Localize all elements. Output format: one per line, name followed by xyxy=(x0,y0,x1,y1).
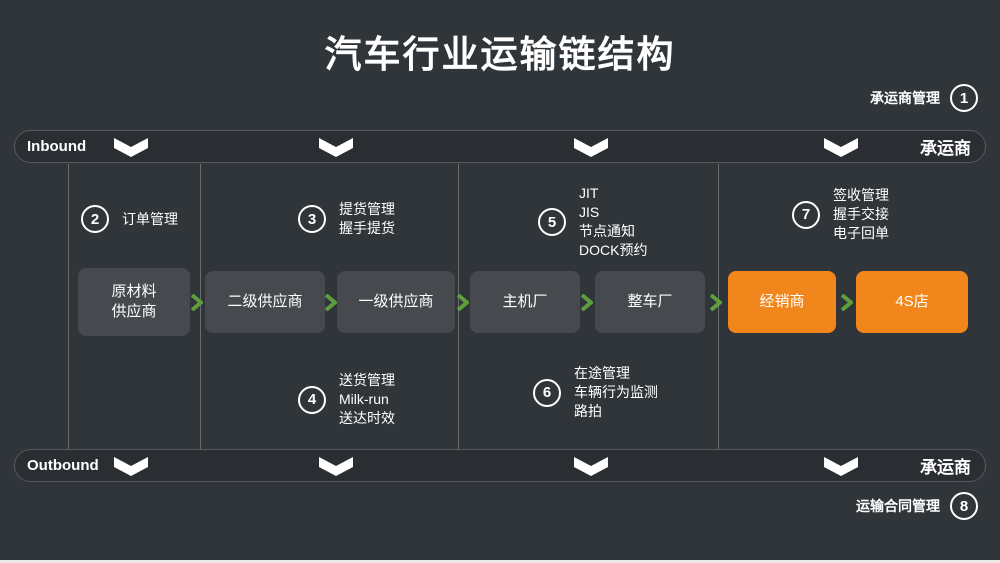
arrow-right-icon xyxy=(581,294,593,311)
carrier-management-label: 承运商管理 xyxy=(870,90,940,106)
annotation-text: 签收管理 握手交接 电子回单 xyxy=(833,187,889,241)
arrow-right-icon xyxy=(325,294,337,311)
chain-box-oem: 主机厂 xyxy=(470,271,580,333)
chain-box-dealer: 经销商 xyxy=(728,271,836,333)
outbound-label: Outbound xyxy=(27,457,99,474)
annotation-pickup-management: 3 提货管理 握手提货 xyxy=(298,200,395,238)
chain-box-raw-material-supplier: 原材料 供应商 xyxy=(78,268,190,336)
step-6-badge: 6 xyxy=(533,378,561,407)
page-title: 汽车行业运输链结构 xyxy=(324,34,676,75)
carrier-management-note: 承运商管理 1 xyxy=(870,84,978,112)
annotation-text: 提货管理 握手提货 xyxy=(339,201,395,236)
step-8-badge: 8 xyxy=(950,492,978,520)
chevron-down-icon xyxy=(574,138,608,157)
chevron-down-icon xyxy=(114,138,148,157)
chain-box-tier2-supplier: 二级供应商 xyxy=(205,271,325,333)
bottom-edge xyxy=(0,560,1000,563)
annotation-text: 送货管理 Milk-run 送达时效 xyxy=(339,372,395,426)
inbound-carrier-label: 承运商 xyxy=(920,139,971,158)
arrow-right-icon xyxy=(710,294,722,311)
annotation-jit-jis: 5 JIT JIS 节点通知 DOCK预约 xyxy=(538,184,647,260)
column-divider xyxy=(200,164,201,449)
chevron-down-icon xyxy=(824,138,858,157)
arrow-right-icon xyxy=(457,294,469,311)
transport-contract-note: 运输合同管理 8 xyxy=(856,492,978,520)
annotation-text: 订单管理 xyxy=(122,210,178,227)
chevron-down-icon xyxy=(824,457,858,476)
step-2-badge: 2 xyxy=(81,205,109,233)
transport-contract-label: 运输合同管理 xyxy=(856,498,940,514)
annotation-order-management: 2 订单管理 xyxy=(81,205,178,233)
chevron-down-icon xyxy=(319,457,353,476)
step-1-badge: 1 xyxy=(950,84,978,112)
inbound-label: Inbound xyxy=(27,138,87,155)
chevron-down-icon xyxy=(574,457,608,476)
arrow-right-icon xyxy=(191,294,203,311)
outbound-carrier-label: 承运商 xyxy=(920,458,971,477)
step-4-badge: 4 xyxy=(298,385,326,414)
annotation-text: JIT JIS 节点通知 DOCK预约 xyxy=(579,185,648,258)
annotation-in-transit-management: 6 在途管理 车辆行为监测 路拍 xyxy=(533,364,658,421)
arrow-right-icon xyxy=(841,294,853,311)
chain-box-tier1-supplier: 一级供应商 xyxy=(337,271,455,333)
outbound-band: Outbound 承运商 xyxy=(14,449,986,482)
chevron-down-icon xyxy=(319,138,353,157)
annotation-receipt-management: 7 签收管理 握手交接 电子回单 xyxy=(792,186,889,243)
annotation-delivery-management: 4 送货管理 Milk-run 送达时效 xyxy=(298,371,395,428)
inbound-band: Inbound 承运商 xyxy=(14,130,986,163)
column-divider xyxy=(718,164,719,449)
step-7-badge: 7 xyxy=(792,200,820,229)
step-5-badge: 5 xyxy=(538,208,566,236)
step-3-badge: 3 xyxy=(298,205,326,233)
chevron-down-icon xyxy=(114,457,148,476)
annotation-text: 在途管理 车辆行为监测 路拍 xyxy=(574,365,658,419)
column-divider xyxy=(68,164,69,449)
column-divider xyxy=(458,164,459,449)
chain-box-4s-store: 4S店 xyxy=(856,271,968,333)
chain-box-vehicle-plant: 整车厂 xyxy=(595,271,705,333)
